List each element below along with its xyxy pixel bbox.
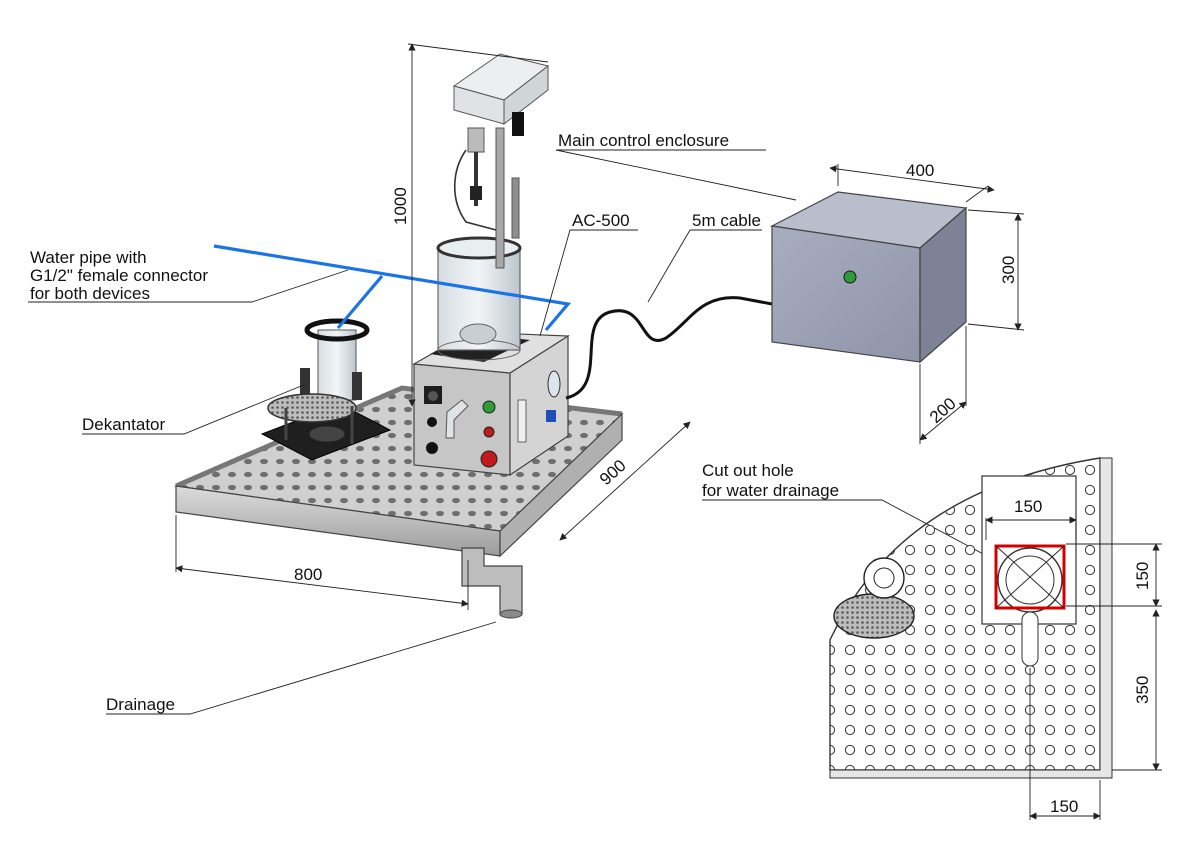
label-water-pipe-line1: Water pipe with [30, 248, 147, 267]
dim-hole-width: 150 [1014, 497, 1042, 516]
label-enclosure: Main control enclosure [558, 131, 729, 150]
label-water-pipe-line2: G1/2" female connector [30, 266, 208, 285]
label-cut-out-line1: Cut out hole [702, 461, 794, 480]
dim-box-height: 300 [999, 256, 1018, 284]
detail-view-drain-hole [829, 457, 1162, 820]
control-cable [565, 296, 773, 400]
dim-hole-offset-y: 350 [1133, 676, 1152, 704]
label-ac500: AC-500 [572, 211, 630, 230]
water-pipe [213, 244, 572, 332]
enclosure-indicator-icon [843, 270, 857, 284]
ac500-device [412, 53, 570, 477]
dimension-lines-main [175, 43, 1025, 610]
label-drainage: Drainage [106, 695, 175, 714]
label-water-pipe-line3: for both devices [30, 284, 150, 303]
red-indicator-icon [483, 426, 495, 438]
label-cable: 5m cable [692, 211, 761, 230]
red-button-icon [480, 450, 498, 468]
dim-box-depth: 200 [926, 394, 960, 427]
label-dekantator: Dekantator [82, 415, 165, 434]
dim-height-total: 1000 [391, 187, 410, 225]
dim-hole-height: 150 [1133, 562, 1152, 590]
dim-tray-width: 800 [294, 565, 322, 584]
main-control-enclosure [770, 191, 968, 364]
cut-out-hole-outline [994, 544, 1066, 610]
dim-tray-depth: 900 [596, 456, 630, 489]
dim-box-width: 400 [906, 161, 934, 180]
dekantator-device [260, 318, 392, 461]
label-cut-out-line2: for water drainage [702, 481, 839, 500]
dim-hole-offset-x: 150 [1050, 797, 1078, 816]
green-indicator-icon [482, 400, 496, 414]
